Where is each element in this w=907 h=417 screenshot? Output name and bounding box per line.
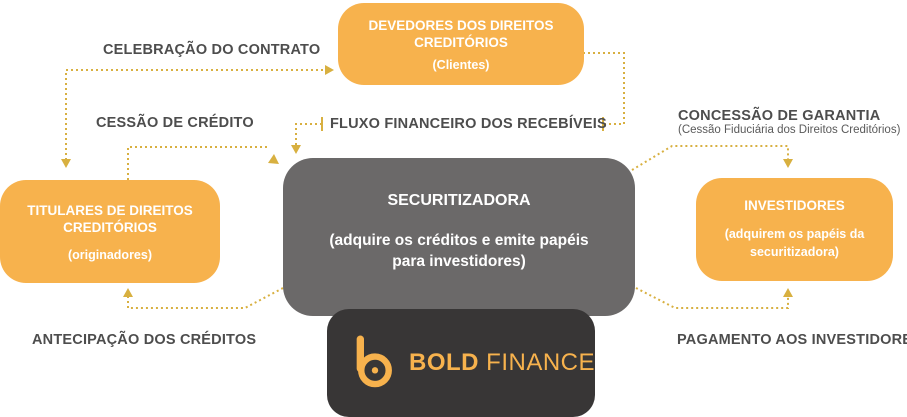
connector-antecipacao (127, 287, 284, 309)
arrow-head-securitizadora-cessao (268, 154, 279, 164)
label-fluxo: FLUXO FINANCEIRO DOS RECEBÍVEIS (330, 116, 607, 132)
arrow-head-securitizadora-fluxo (291, 145, 301, 154)
arrow-head-titulares-antecipacao (123, 288, 133, 297)
label-antecipacao: ANTECIPAÇÃO DOS CRÉDITOS (32, 332, 257, 348)
brand-name: BOLD FINANCE (409, 349, 595, 377)
brand-finance: FINANCE (486, 349, 595, 376)
titulares-subtitle: (originadores) (67, 247, 153, 262)
devedores-box: DEVEDORES DOS DIREITOS CREDITÓRIOS (Clie… (338, 3, 584, 85)
arrow-head-investidores-pagamento (783, 288, 793, 297)
arrow-head-devedores (325, 65, 334, 75)
connector-fluxo-left (295, 123, 322, 146)
label-concessao-sub: (Cessão Fiduciária dos Direitos Creditór… (678, 124, 901, 136)
investidores-title: INVESTIDORES (744, 198, 845, 213)
label-celebracao: CELEBRAÇÃO DO CONTRATO (103, 42, 321, 58)
connector-cessao (127, 146, 270, 180)
arrow-head-titulares (61, 159, 71, 168)
arrow-head-investidores (783, 159, 793, 168)
devedores-title: DEVEDORES DOS DIREITOS CREDITÓRIOS (368, 17, 554, 50)
label-pagamento: PAGAMENTO AOS INVESTIDORES (677, 332, 907, 348)
devedores-subtitle: (Clientes) (432, 57, 490, 72)
securitizadora-box: SECURITIZADORA (adquire os créditos e em… (283, 158, 635, 316)
label-cessao: CESSÃO DE CRÉDITO (96, 115, 254, 131)
titulares-box: TITULARES DE DIREITOS CREDITÓRIOS (origi… (0, 180, 220, 283)
brand-bold: BOLD (408, 349, 479, 376)
investidores-box: INVESTIDORES (adquirem os papéis da secu… (696, 178, 893, 281)
connector-pagamento (635, 287, 789, 309)
investidores-subtitle: (adquirem os papéis da securitizadora) (724, 227, 865, 259)
securitizadora-subtitle: (adquire os créditos e emite papéis para… (329, 232, 589, 270)
connector-celebracao (65, 69, 326, 160)
bold-finance-logo: BOLD FINANCE (327, 309, 595, 417)
securitizadora-title: SECURITIZADORA (387, 192, 531, 209)
titulares-title: TITULARES DE DIREITOS CREDITÓRIOS (27, 202, 193, 235)
bold-b-icon (356, 335, 392, 388)
label-concessao: CONCESSÃO DE GARANTIA (678, 108, 881, 124)
connector-fluxo-right (583, 52, 625, 125)
connector-concessao (631, 145, 789, 171)
